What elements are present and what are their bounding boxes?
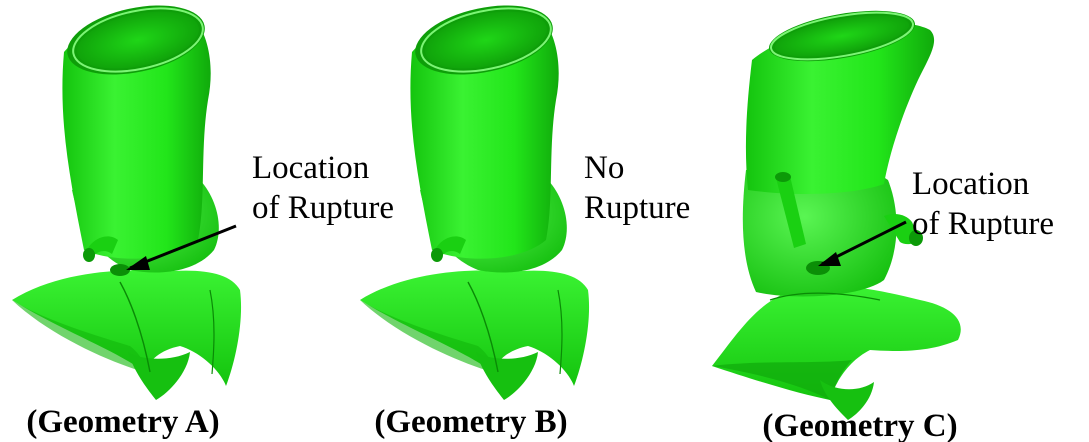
annotation-c-line1: Location [912,166,1029,202]
geometry-b-annotation: No Rupture [584,150,690,226]
caption-geometry-c: (Geometry C) [762,408,957,442]
geometry-a-annotation: Location of Rupture [126,150,394,270]
annotation-a-line2: of Rupture [252,190,394,226]
geometry-c-model [712,10,961,420]
annotation-b-line1: No [584,150,624,186]
geometry-c-annotation: Location of Rupture [818,166,1054,266]
caption-geometry-b: (Geometry B) [374,404,567,440]
geometry-a-model [12,5,242,400]
rupture-arrowhead-c [818,252,841,266]
rupture-arrowhead-a [126,256,150,270]
annotation-c-line2: of Rupture [912,206,1054,242]
annotation-b-line2: Rupture [584,190,690,226]
annotation-a-line1: Location [252,150,369,186]
geometry-b-model [360,5,590,400]
rupture-arrow-a [129,224,237,270]
caption-geometry-a: (Geometry A) [26,404,219,440]
